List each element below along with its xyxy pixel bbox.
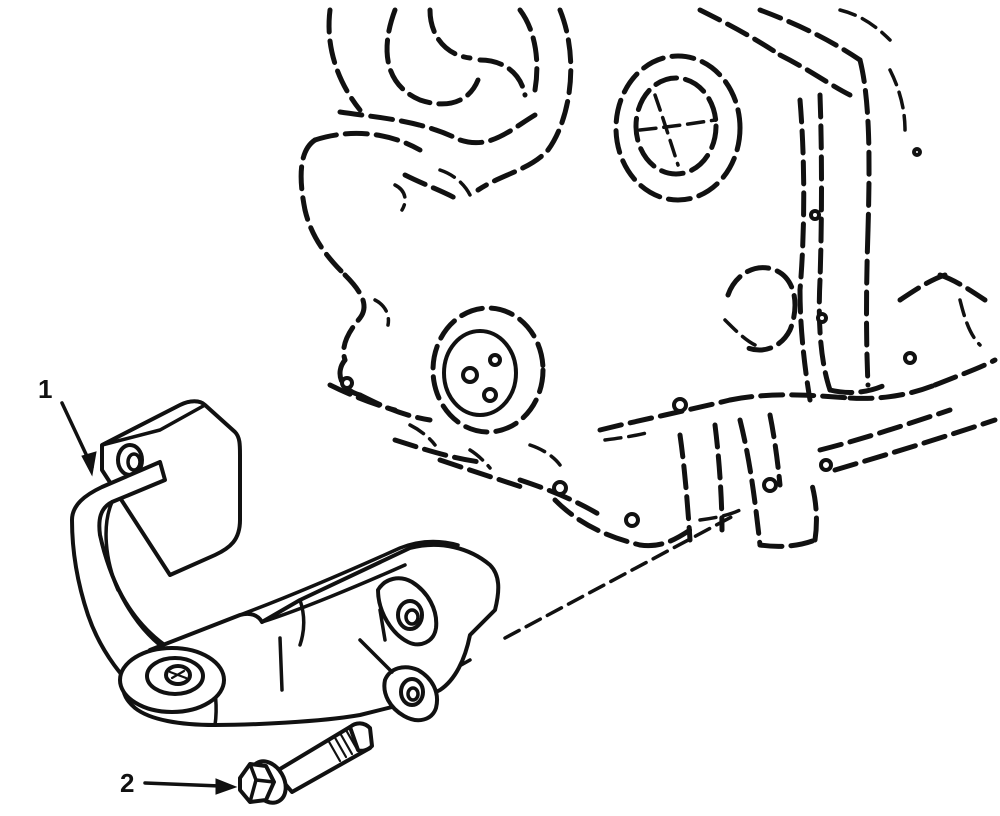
callout-2-arrowhead <box>215 778 238 795</box>
bracket-bolt <box>238 721 374 805</box>
callout-1: 1 <box>38 374 97 477</box>
mounting-bracket <box>70 399 501 727</box>
callout-label-1: 1 <box>38 374 52 404</box>
callout-label-2: 2 <box>120 768 134 798</box>
callout-1-arrowhead <box>81 451 97 477</box>
callout-2: 2 <box>120 768 238 798</box>
engine-front-cover <box>298 7 998 549</box>
